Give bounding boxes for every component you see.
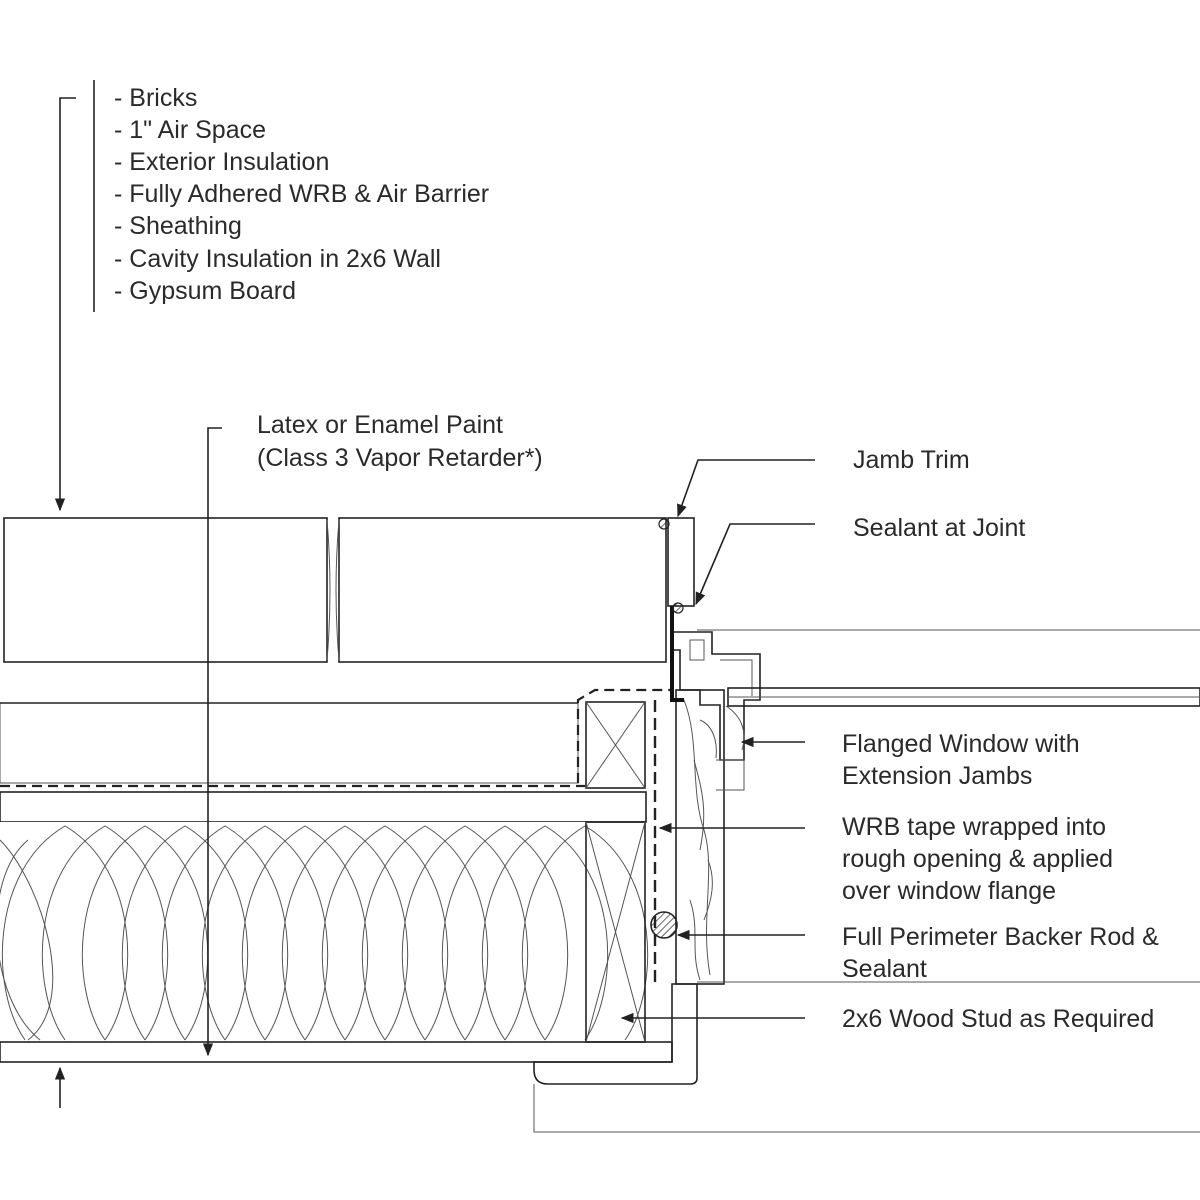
exterior-insulation-layer: [0, 702, 579, 784]
callout-wrb-line1: WRB tape wrapped into: [842, 813, 1106, 841]
wall-assembly-labels: - Bricks - 1" Air Space - Exterior Insul…: [114, 84, 489, 305]
layer-label-bricks: - Bricks: [114, 84, 197, 112]
paint-note-line2: (Class 3 Vapor Retarder*): [257, 444, 543, 472]
layer-label-sheathing: - Sheathing: [114, 212, 242, 240]
callout-wood-stud: 2x6 Wood Stud as Required: [842, 1005, 1154, 1033]
callout-window-line2: Extension Jambs: [842, 762, 1032, 790]
brick-layer: [3, 517, 667, 663]
layer-label-wrb: - Fully Adhered WRB & Air Barrier: [114, 180, 489, 208]
sheathing-layer: [0, 791, 647, 823]
interior-trim: [533, 983, 698, 1085]
callout-sealant-at-joint: Sealant at Joint: [853, 514, 1025, 542]
layer-label-gypsum-board: - Gypsum Board: [114, 277, 296, 305]
wood-studs: [585, 701, 646, 1043]
callout-window-line1: Flanged Window with: [842, 730, 1080, 758]
backer-rod: [650, 911, 678, 939]
sealant-at-joint: [658, 518, 684, 614]
callout-jamb-trim: Jamb Trim: [853, 446, 970, 474]
callout-wrb-line3: over window flange: [842, 877, 1056, 905]
cavity-insulation-layer: [0, 822, 649, 1042]
gypsum-board-layer: [0, 1041, 673, 1063]
layer-label-cavity-insulation: - Cavity Insulation in 2x6 Wall: [114, 245, 441, 273]
callout-leaders: [533, 459, 1200, 1133]
paint-leader: [202, 427, 222, 1057]
callout-wrb-line2: rough opening & applied: [842, 845, 1113, 873]
paint-note-line1: Latex or Enamel Paint: [257, 411, 503, 439]
callout-backer-rod-line2: Sealant: [842, 955, 927, 983]
layer-label-exterior-insulation: - Exterior Insulation: [114, 148, 329, 176]
extension-jamb: [675, 689, 725, 985]
wrb-membrane: [0, 688, 670, 985]
callout-backer-rod-line1: Full Perimeter Backer Rod &: [842, 923, 1159, 951]
paint-note: Latex or Enamel Paint (Class 3 Vapor Ret…: [257, 411, 543, 472]
layer-bracket: [54, 80, 95, 1108]
right-callouts: Jamb Trim Sealant at Joint Flanged Windo…: [842, 446, 1159, 1033]
layer-label-air-space: - 1" Air Space: [114, 116, 266, 144]
